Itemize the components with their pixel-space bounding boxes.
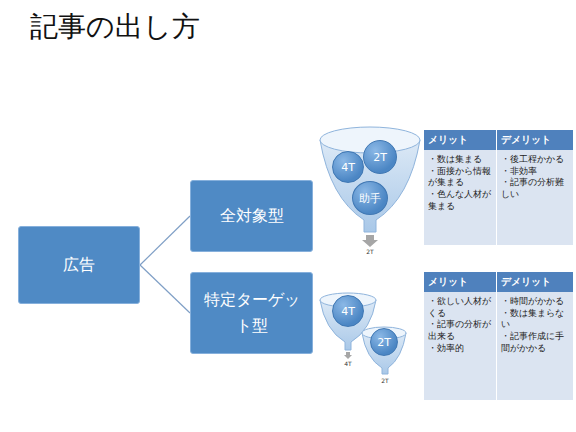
node-text: 2T [377,336,391,349]
funnel-top [320,127,420,247]
category-box: 広告 [18,226,140,304]
table-header: メリット [424,272,497,292]
column-heading: メリット [428,133,492,147]
table-header: メリット [424,130,497,150]
column-heading: デメリット [501,275,569,289]
staff-circle: 4T [332,151,364,183]
node-text: 広告 [63,252,95,278]
table-item: ・後工程かかる [501,154,569,166]
table-item: ・時間がかかる [501,296,569,308]
staff-circle: 2T [370,328,398,356]
table-header: デメリット [497,130,574,150]
staff-circle: 2T [363,140,397,174]
table-item: ・記事の分析が出来る [428,319,492,342]
output-label: 2T [368,377,402,384]
table-cell: ・欲しい人材がくる・記事の分析が出来る・効率的 [424,292,497,400]
table-item: ・効率的 [428,343,492,355]
type-box: 全対象型 [190,180,313,252]
funnel-output-label: 2T [368,377,402,384]
node-text: 特定ターゲット型 [197,287,306,338]
page-title: 記事の出し方 [30,8,200,46]
funnel-output-label: 4T [331,360,365,367]
node-text: 助手 [359,191,381,206]
node-text: 4T [341,161,355,174]
table-item: ・面接から情報が集まる [428,166,492,189]
table-cell: ・数は集まる・面接から情報が集まる・色んな人材が集まる [424,150,497,245]
node-text: 4T [341,305,355,318]
table-item: ・記事の分析難しい [501,177,569,200]
table-item: ・数は集まらない [501,308,569,331]
table-cell: ・時間がかかる・数は集まらない・記事作成に手間がかかる [497,292,574,400]
node-text: 全対象型 [220,203,284,229]
connector-line [140,216,190,265]
column-heading: デメリット [501,133,569,147]
column-heading: メリット [428,275,492,289]
table-item: ・数は集まる [428,154,492,166]
staff-circle: 4T [332,295,364,327]
table-header: デメリット [497,272,574,292]
staff-circle: 助手 [352,181,388,215]
table-item: ・非効率 [501,166,569,178]
table-item: ・記事作成に手間がかかる [501,331,569,354]
funnel-output-label: 2T [353,248,387,255]
table-item: ・色んな人材が集まる [428,189,492,212]
node-text: 2T [373,151,387,164]
output-label: 4T [331,360,365,367]
table-cell: ・後工程かかる・非効率・記事の分析難しい [497,150,574,245]
type-box: 特定ターゲット型 [190,272,313,354]
output-label: 2T [353,248,387,255]
funnel-lower-right [362,327,406,374]
connector-line [140,265,190,313]
table-item: ・欲しい人材がくる [428,296,492,319]
